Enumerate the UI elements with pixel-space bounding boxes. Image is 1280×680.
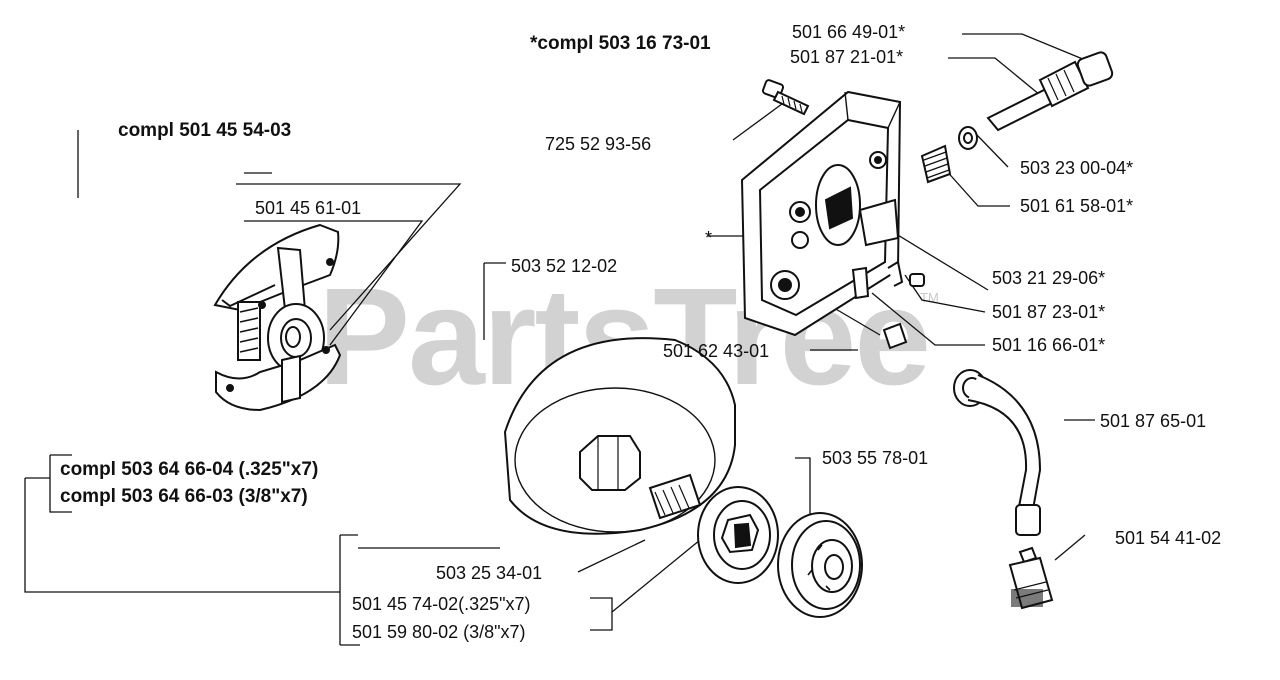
label-compl-5014554: compl 501 45 54-03 [118,120,292,141]
label-501615801: 501 61 58-01* [1020,196,1134,216]
spur-sprocket [777,512,863,618]
label-501624301: 501 62 43-01 [663,341,770,361]
pump-small-parts [851,260,925,350]
label-501457402: 501 45 74-02(.325"x7) [352,594,531,614]
watermark-trademark: TM [920,290,939,305]
label-compl-50364663: compl 503 64 66-03 (3/8"x7) [60,486,308,507]
label-725529356: 725 52 93-56 [545,134,652,154]
label-501664901: 501 66 49-01* [792,22,906,42]
label-501872101: 501 87 21-01* [790,47,904,67]
label-501876501: 501 87 65-01 [1100,411,1207,431]
label-501544102: 501 54 41-02 [1115,528,1222,548]
oil-hose [953,369,1042,536]
needle-bearing [648,473,702,520]
label-501456101: 501 45 61-01 [255,198,362,218]
rim-sprocket [697,486,779,584]
label-503521202: 503 52 12-02 [511,256,618,276]
label-501598002: 501 59 80-02 (3/8"x7) [352,622,526,642]
clutch-assembly [213,223,342,412]
label-501872301: 501 87 23-01* [992,302,1106,322]
label-asterisk: * [705,228,713,248]
leader-lines [24,33,1095,646]
pump-shaft [986,51,1114,132]
washer-spring [920,126,978,184]
oil-pump-housing [740,90,902,337]
bolt [761,79,810,116]
label-503212906: 503 21 29-06* [992,268,1106,288]
oil-filter [1008,546,1054,610]
label-503557801: 503 55 78-01 [822,448,929,468]
label-compl-50316: *compl 503 16 73-01 [530,33,711,54]
label-compl-50364664: compl 503 64 66-04 (.325"x7) [60,459,319,480]
label-503253401: 503 25 34-01 [436,563,543,583]
label-501166601: 501 16 66-01* [992,335,1106,355]
label-503230004: 503 23 00-04* [1020,158,1134,178]
